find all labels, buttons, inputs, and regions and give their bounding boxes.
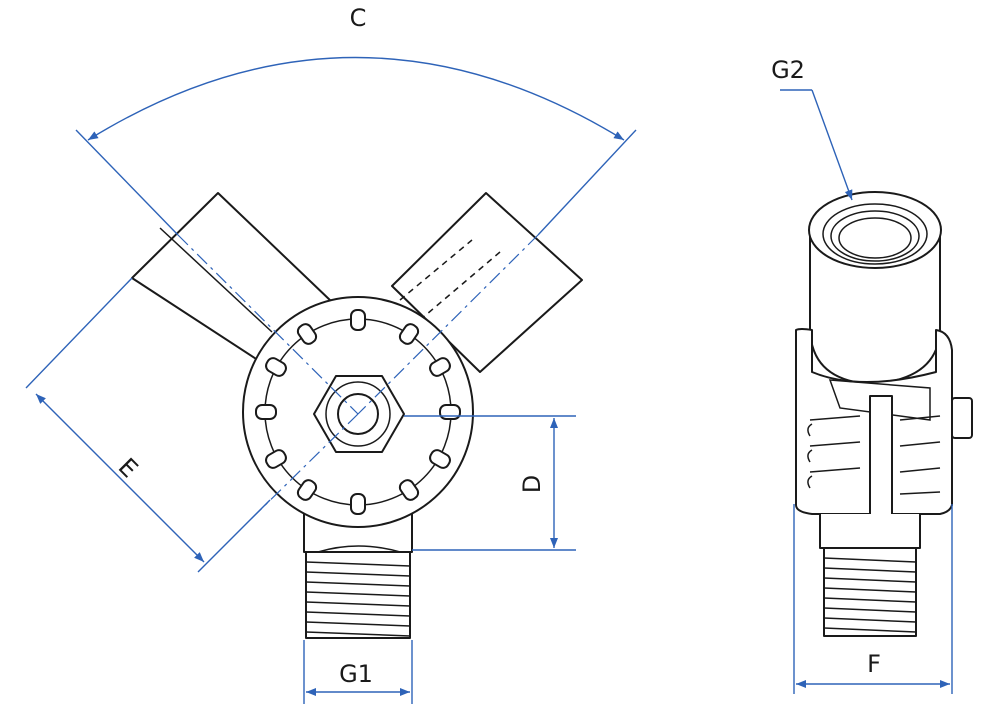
label-c: C (350, 4, 367, 32)
side-view-dimensions (780, 89, 953, 694)
label-e: E (113, 453, 144, 484)
dimension-e-line (35, 393, 205, 563)
side-view (795, 191, 973, 637)
label-f: F (867, 650, 881, 678)
dimension-c-arc (87, 56, 625, 141)
clamp-ribs (807, 415, 941, 495)
left-arm (131, 192, 333, 369)
label-g2: G2 (771, 56, 805, 84)
label-d: D (518, 475, 546, 493)
front-view-dimensions (25, 56, 637, 704)
clamp-body (795, 328, 973, 517)
female-socket (808, 191, 942, 385)
side-threaded-outlet (823, 547, 917, 637)
threaded-outlet-g1 (305, 551, 411, 639)
dimension-g2-leader (811, 89, 853, 201)
lower-neck (819, 514, 921, 549)
label-g1: G1 (339, 660, 373, 688)
